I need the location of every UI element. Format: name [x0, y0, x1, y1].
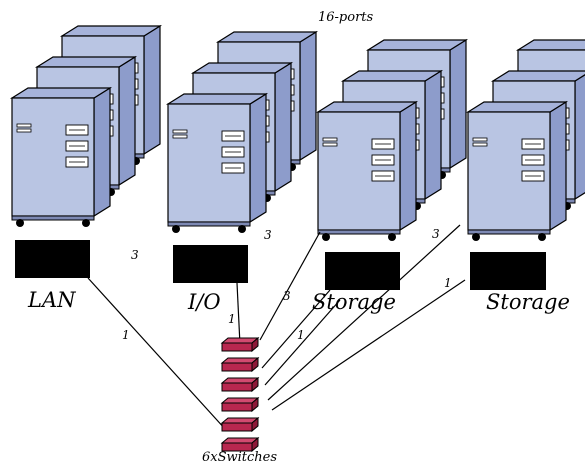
storage-2-cabinet-front — [465, 100, 569, 241]
cabinet-slot — [472, 142, 488, 147]
cabinet-top — [190, 62, 294, 74]
io-block — [173, 245, 248, 283]
cabinet-top — [165, 93, 269, 105]
switch-stack — [220, 336, 260, 453]
link-count-s2-1: 1 — [444, 276, 452, 290]
cabinet-side — [574, 74, 585, 201]
cabinet-slot — [322, 142, 338, 147]
cabinet-top — [515, 39, 585, 51]
wheel — [172, 225, 180, 233]
switches-label: 6xSwitches — [202, 450, 278, 465]
link-count-s1-3: 3 — [283, 289, 291, 303]
switch — [220, 436, 260, 453]
storage-block-1 — [325, 252, 400, 290]
cabinet-side — [399, 100, 417, 232]
link-count-s2-3: 3 — [432, 227, 440, 241]
group-label-storage-2: Storage — [486, 290, 570, 314]
storage-block-2 — [470, 252, 546, 290]
link-count-lan-1: 1 — [122, 328, 130, 342]
connection-lines — [87, 224, 466, 431]
cabinet-top — [215, 31, 319, 43]
cabinet-side — [274, 61, 292, 193]
cabinet-top — [9, 87, 113, 99]
link-count-s1-1: 1 — [297, 328, 305, 342]
switch — [220, 336, 260, 353]
link-count-io-1: 1 — [228, 312, 236, 326]
wheel — [238, 225, 246, 233]
link-count-io-3: 3 — [264, 228, 272, 242]
wheel — [472, 233, 480, 241]
io-cabinet-front — [165, 92, 269, 233]
cabinet-slot — [472, 137, 488, 142]
cabinet-base — [167, 221, 251, 227]
io-cabinet-link — [259, 231, 321, 341]
cabinet-slot — [322, 137, 338, 142]
io-link — [236, 282, 241, 346]
wheel — [322, 233, 330, 241]
cabinet-slot — [172, 134, 188, 139]
storage-2-link — [271, 279, 466, 411]
link-count-lan-3: 3 — [131, 248, 139, 262]
cabinet-slot — [16, 123, 32, 128]
cabinet-side — [299, 30, 317, 162]
storage-1-cabinet-front — [315, 100, 419, 241]
storage-1-cabinet-link — [261, 289, 331, 369]
group-label-io: I/O — [188, 290, 221, 314]
storage-1-link — [264, 299, 341, 386]
cabinet-top — [340, 70, 444, 82]
cabinet-side — [549, 100, 567, 232]
cabinet-side — [449, 38, 467, 170]
cabinet-side — [143, 24, 161, 156]
cabinet-side — [249, 92, 267, 224]
lan-cabinet-front — [9, 86, 113, 227]
wheel — [388, 233, 396, 241]
cabinet-top — [59, 25, 163, 37]
cabinet-top — [34, 56, 138, 68]
wheel — [16, 219, 24, 227]
cabinet-slot — [16, 128, 32, 133]
cabinet-side — [93, 86, 111, 218]
wheel — [538, 233, 546, 241]
cabinet-top — [490, 70, 585, 82]
cabinet-base — [317, 229, 401, 235]
cabinet-top — [315, 101, 419, 113]
cabinet-base — [467, 229, 551, 235]
ports-label: 16-ports — [318, 10, 374, 25]
switch — [220, 396, 260, 413]
cabinet-top — [465, 101, 569, 113]
group-label-lan: LAN — [28, 288, 76, 312]
group-label-storage-1: Storage — [312, 290, 396, 314]
switch — [220, 356, 260, 373]
server-cabinets — [9, 24, 585, 241]
storage-2-cabinet-link — [267, 224, 461, 401]
cabinet-side — [118, 55, 136, 187]
cabinet-base — [11, 215, 95, 221]
lan-block — [15, 240, 90, 278]
lan-link — [87, 277, 227, 431]
wheel — [82, 219, 90, 227]
cabinet-slot — [172, 129, 188, 134]
cabinet-side — [424, 69, 442, 201]
switch — [220, 416, 260, 433]
switch — [220, 376, 260, 393]
cabinet-top — [365, 39, 469, 51]
